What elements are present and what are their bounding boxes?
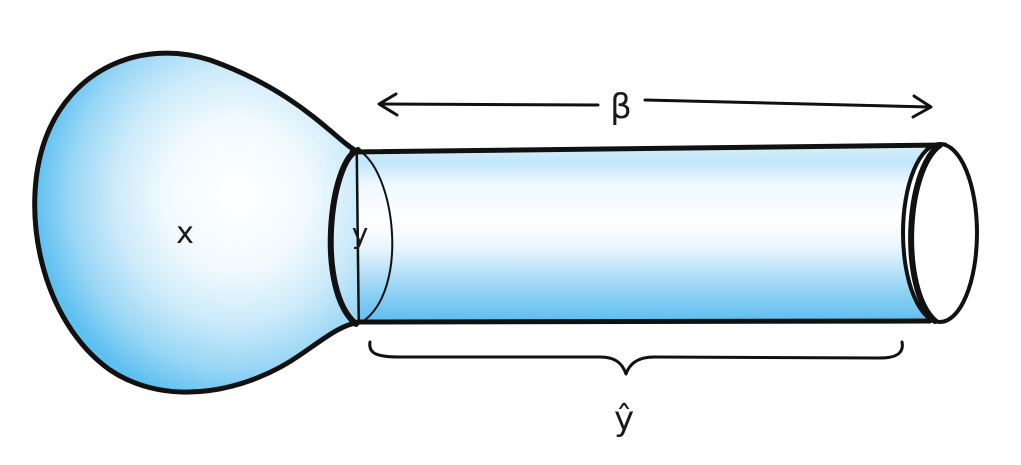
length-arrow	[377, 92, 933, 119]
bulb-label: x	[176, 216, 194, 251]
tube-end-shadow	[908, 142, 943, 324]
length-label: β	[610, 87, 632, 127]
neck-ellipse-front	[327, 147, 361, 327]
tube-bottom-edge	[355, 318, 933, 325]
bulb-shape	[32, 50, 363, 395]
tube-body	[358, 145, 948, 322]
bracket-brace	[368, 340, 904, 376]
neck-ellipse-back	[357, 149, 394, 323]
bracket-label: ŷ	[614, 399, 634, 439]
tube-top-edge	[349, 142, 948, 155]
neck-label: y	[352, 217, 369, 250]
